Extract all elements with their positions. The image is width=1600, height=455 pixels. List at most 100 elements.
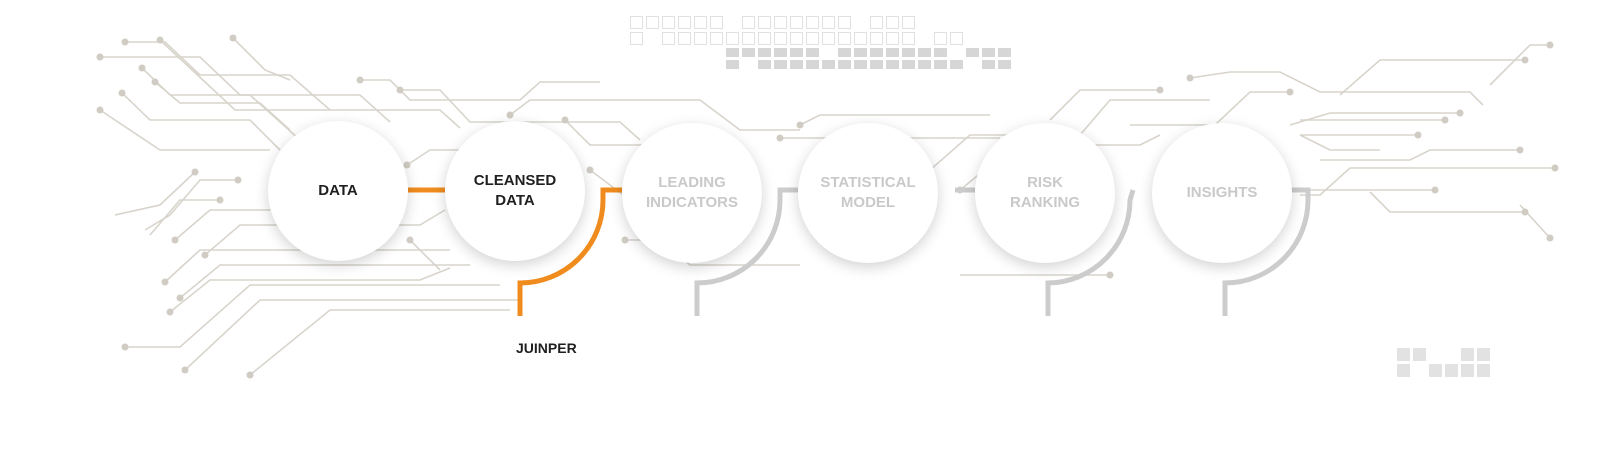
circuit-node-dot — [396, 86, 404, 94]
stage-statistical-model: STATISTICAL MODEL — [798, 123, 938, 263]
circuit-trace — [1289, 112, 1460, 126]
circuit-node-dot — [121, 38, 129, 46]
circuit-node-dot — [191, 168, 199, 176]
circuit-node-dot — [1521, 208, 1529, 216]
circuit-node-dot — [96, 53, 104, 61]
pixel-block — [646, 32, 659, 45]
circuit-node-dot — [96, 106, 104, 114]
pixel-block — [854, 60, 867, 69]
pixel-block — [758, 32, 771, 45]
circuit-node-dot — [246, 371, 254, 379]
pixel-block — [950, 32, 963, 45]
circuit-trace — [1489, 44, 1550, 86]
pixel-block — [934, 32, 947, 45]
pixel-block — [630, 48, 643, 57]
circuit-trace — [799, 114, 990, 126]
circuit-node-dot — [151, 78, 159, 86]
circuit-trace — [509, 99, 800, 131]
pixel-block — [694, 32, 707, 45]
pixel-block — [998, 60, 1011, 69]
circuit-node-dot — [216, 196, 224, 204]
pixel-block — [854, 32, 867, 45]
pixel-block — [710, 60, 723, 69]
pixel-block — [758, 60, 771, 69]
circuit-node-dot — [1286, 88, 1294, 96]
circuit-node-dot — [1431, 186, 1439, 194]
pixel-block — [726, 60, 739, 69]
pixel-block — [886, 60, 899, 69]
pixel-block — [1397, 364, 1410, 377]
pixel-block — [678, 16, 691, 29]
circuit-trace — [360, 79, 600, 101]
stage-label: RISK RANKING — [1010, 174, 1080, 211]
pixel-block — [662, 48, 675, 57]
stage-connector — [694, 187, 798, 316]
pixel-block — [902, 60, 915, 69]
circuit-node-dot — [234, 176, 242, 184]
circuit-node-dot — [776, 134, 784, 142]
pixel-block — [806, 16, 819, 29]
pixel-block — [678, 60, 691, 69]
pixel-block — [886, 48, 899, 57]
pixel-block — [806, 48, 819, 57]
pixel-block — [742, 32, 755, 45]
circuit-node-dot — [1551, 164, 1559, 172]
pixel-block — [646, 16, 659, 29]
pixel-block — [966, 16, 979, 29]
pixel-block — [774, 60, 787, 69]
pixel-block — [774, 32, 787, 45]
pixel-block — [742, 48, 755, 57]
pixel-block — [1477, 348, 1490, 361]
stage-connector — [517, 187, 622, 316]
circuit-trace — [249, 309, 510, 376]
pixel-block — [790, 60, 803, 69]
circuit-trace — [141, 67, 301, 141]
circuit-trace — [144, 179, 238, 231]
pixel-block — [1429, 348, 1442, 361]
circuit-trace — [174, 209, 275, 241]
circuit-node-dot — [586, 166, 594, 174]
pixel-block — [886, 32, 899, 45]
stage-risk-ranking: RISK RANKING — [975, 123, 1115, 263]
pixel-block — [726, 16, 739, 29]
circuit-node-dot — [176, 294, 184, 302]
pixel-block — [934, 16, 947, 29]
pixel-block — [982, 16, 995, 29]
pixel-block — [950, 48, 963, 57]
circuit-trace — [184, 299, 520, 371]
pixel-block — [934, 60, 947, 69]
pixel-block — [630, 60, 643, 69]
pixel-block — [662, 60, 675, 69]
stage-label: CLEANSED DATA — [473, 172, 557, 209]
pixel-block — [950, 60, 963, 69]
circuit-node-dot — [621, 236, 629, 244]
circuit-node-dot — [1186, 74, 1194, 82]
circuit-trace — [564, 119, 660, 146]
pixel-block — [838, 48, 851, 57]
stage-connector — [1045, 189, 1136, 316]
pixel-block — [710, 48, 723, 57]
stage-label: LEADING INDICATORS — [646, 174, 738, 211]
pixel-block — [662, 32, 675, 45]
pixel-block — [806, 60, 819, 69]
stage-label: INSIGHTS — [1186, 184, 1258, 201]
pixel-block — [982, 32, 995, 45]
circuit-trace — [1049, 89, 1160, 121]
circuit-node-dot — [229, 34, 237, 42]
pixel-decoration-corner — [1397, 348, 1490, 377]
circuit-trace — [179, 264, 470, 299]
pixel-block — [694, 60, 707, 69]
circuit-trace — [1189, 71, 1484, 106]
pixel-block — [726, 32, 739, 45]
pixel-block — [918, 48, 931, 57]
pixel-block — [678, 32, 691, 45]
circuit-node-dot — [161, 278, 169, 286]
circuit-trace — [114, 171, 196, 216]
pixel-block — [742, 16, 755, 29]
circuit-trace — [409, 239, 441, 271]
stage-label: DATA — [318, 182, 358, 199]
circuit-node-dot — [156, 36, 164, 44]
pixel-block — [998, 16, 1011, 29]
pixel-block — [710, 32, 723, 45]
stage-cleansed-data: CLEANSED DATA — [445, 121, 585, 261]
